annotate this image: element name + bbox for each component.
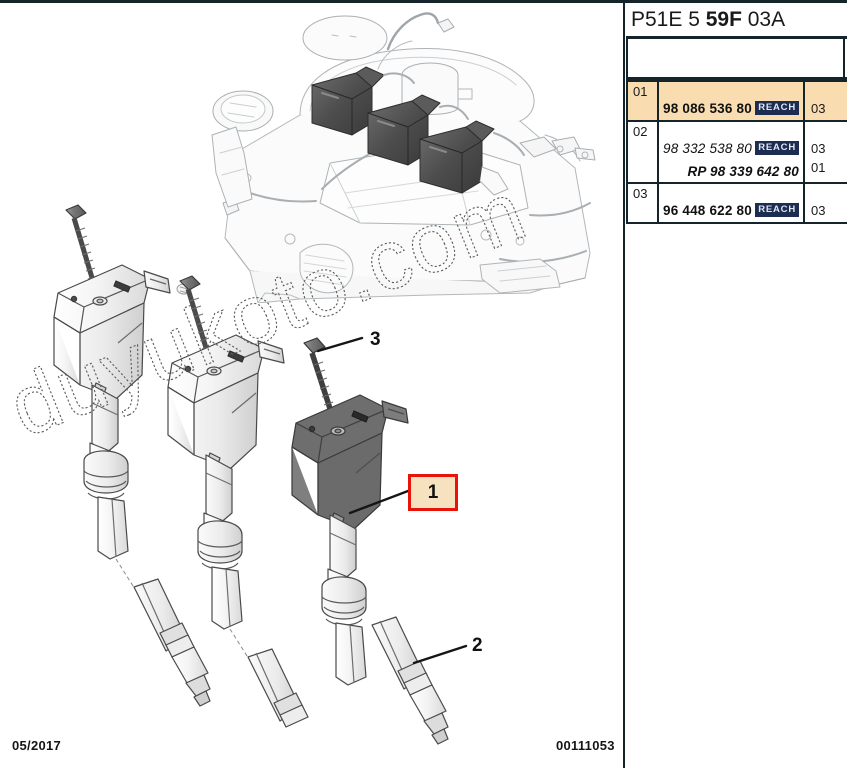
quantity-column: 03 (805, 184, 847, 220)
quantity-column: 03 01 (805, 122, 847, 177)
table-row[interactable]: 01 98 086 536 80 REACH 03 (626, 80, 847, 122)
reach-badge: REACH (755, 101, 799, 115)
quantity-value: 03 (811, 203, 826, 218)
row-body-cell: 96 448 622 80 REACH (657, 182, 805, 224)
panel-divider (623, 0, 625, 768)
technical-drawing: duyukoto.com 3 1 2 05/2017 00111053 (0, 3, 623, 768)
title-rule (626, 36, 847, 39)
blank-spacer-row (626, 39, 845, 77)
reference-suffix: 03A (741, 8, 786, 31)
part-number: 98 086 536 80 (663, 100, 752, 116)
parts-panel: P51E 5 59F 03A 01 98 086 536 80 (623, 3, 847, 768)
row-index-cell: 02 (626, 120, 659, 184)
qty-spacer (811, 82, 847, 99)
parts-table: 01 98 086 536 80 REACH 03 (626, 80, 847, 224)
row-body-cell: 98 086 536 80 REACH (657, 80, 805, 122)
footer-drawing-number: 00111053 (556, 738, 615, 753)
row-index: 03 (633, 186, 648, 201)
exploded-view-illustration (53, 12, 596, 745)
row-qty-cell: 03 (803, 80, 847, 122)
reach-badge: REACH (755, 141, 799, 155)
quantity-column: 03 (805, 82, 847, 118)
reach-badge: REACH (755, 203, 799, 217)
part-number: 98 332 538 80 (663, 140, 752, 156)
qty-spacer (811, 184, 847, 201)
row-body-cell: 98 332 538 80 REACH RP 98 339 642 80 (657, 120, 805, 184)
row-qty-cell: 03 01 (803, 120, 847, 184)
reference-title: P51E 5 59F 03A (631, 8, 785, 32)
callout-label-3: 3 (370, 329, 381, 350)
row-qty-cell: 03 (803, 182, 847, 224)
row-index-cell: 01 (626, 80, 659, 122)
table-row[interactable]: 02 98 332 538 80 REACH RP 98 339 642 80 (626, 120, 847, 184)
row-index: 02 (633, 124, 648, 139)
part-line: 96 448 622 80 REACH (659, 198, 803, 222)
table-row[interactable]: 03 96 448 622 80 REACH 03 (626, 182, 847, 224)
callout-box-1: 1 (408, 474, 458, 511)
footer-date: 05/2017 (12, 738, 62, 753)
callout-label-1: 1 (427, 481, 439, 503)
row-index: 01 (633, 84, 648, 99)
part-line: RP 98 339 642 80 (659, 160, 803, 182)
blank-row-rule (626, 77, 847, 80)
quantity-value: 01 (811, 160, 826, 175)
quantity-value: 03 (811, 101, 826, 116)
qty-spacer (811, 122, 847, 139)
callout-leader-lines (316, 336, 468, 665)
part-number: 96 448 622 80 (663, 202, 752, 218)
reference-code: 59F (705, 8, 742, 31)
callout-label-2: 2 (472, 635, 483, 656)
part-line: 98 086 536 80 REACH (659, 96, 803, 120)
part-line: 98 332 538 80 REACH (659, 136, 803, 160)
part-number-replacement: RP 98 339 642 80 (687, 163, 799, 179)
reference-prefix: P51E 5 (631, 8, 706, 31)
quantity-value: 03 (811, 141, 826, 156)
row-index-cell: 03 (626, 182, 659, 224)
page-top-rule (0, 0, 847, 3)
